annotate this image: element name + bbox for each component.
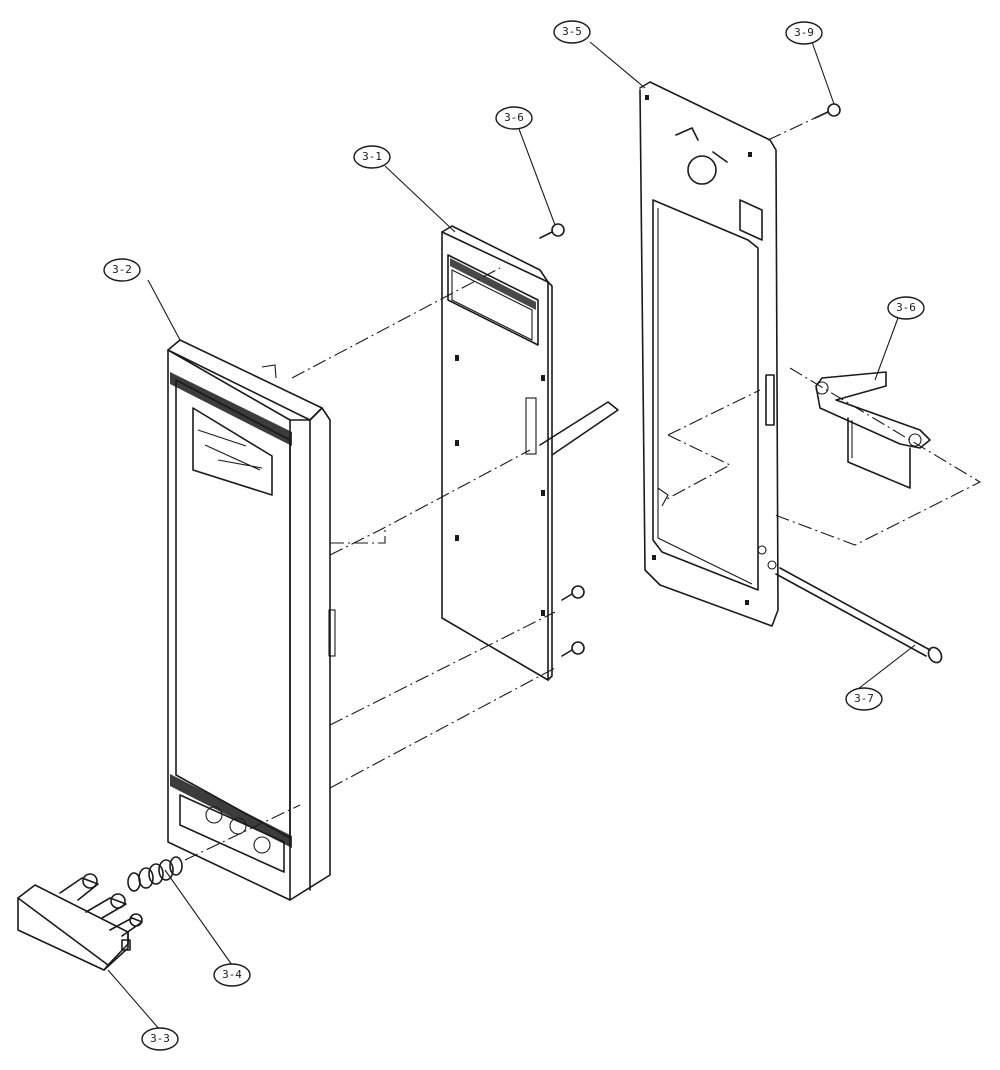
screw-3-9 — [814, 103, 841, 119]
callout-3-9: 3-9 — [785, 21, 823, 45]
callout-3-6-lever-label: 3-6 — [896, 301, 916, 314]
rear-bracket-part — [639, 81, 779, 627]
callout-3-6-screw-label: 3-6 — [504, 111, 524, 124]
callout-3-2: 3-2 — [103, 258, 141, 282]
callout-3-6-screw: 3-6 — [495, 106, 533, 130]
control-board-part — [441, 225, 619, 681]
callout-3-4-label: 3-4 — [222, 968, 242, 981]
callout-3-7-label: 3-7 — [854, 692, 874, 705]
latch-lever-part — [815, 371, 931, 489]
callout-3-3: 3-3 — [141, 1027, 179, 1051]
callout-3-1: 3-1 — [353, 145, 391, 169]
long-screw-3-7 — [775, 567, 943, 664]
assembly-guide-lines — [184, 117, 982, 861]
control-panel-frame-part — [167, 339, 336, 901]
callout-3-2-label: 3-2 — [112, 263, 132, 276]
callout-3-9-label: 3-9 — [794, 26, 814, 39]
callout-3-1-label: 3-1 — [362, 150, 382, 163]
leader-lines — [107, 41, 916, 1031]
spring-part — [127, 856, 183, 892]
callout-3-5: 3-5 — [553, 20, 591, 44]
callout-3-7: 3-7 — [845, 687, 883, 711]
callout-3-4: 3-4 — [213, 963, 251, 987]
callout-3-3-label: 3-3 — [150, 1032, 170, 1045]
screw-3-6 — [539, 223, 565, 239]
callout-3-6-lever: 3-6 — [887, 296, 925, 320]
screw-board-lower-2 — [561, 641, 585, 657]
push-button-part — [17, 873, 143, 971]
screw-board-lower-1 — [561, 585, 585, 601]
callout-3-5-label: 3-5 — [562, 25, 582, 38]
